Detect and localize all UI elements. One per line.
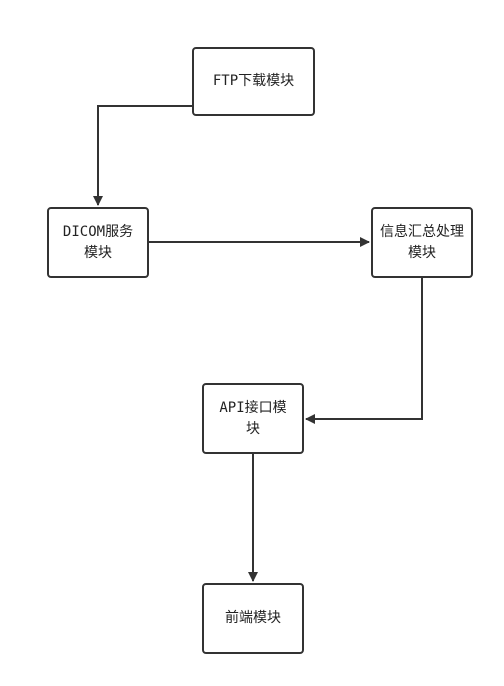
dicom-service-module-label: DICOM服务模块	[62, 223, 134, 261]
edge-info-to-api	[305, 278, 423, 424]
info-aggregation-module-node[interactable]: 信息汇总处理模块	[371, 207, 473, 278]
api-interface-module-node[interactable]: API接口模块	[202, 383, 304, 454]
frontend-module-label: 前端模块	[225, 610, 281, 626]
frontend-module-node[interactable]: 前端模块	[202, 583, 304, 654]
dicom-service-module-node[interactable]: DICOM服务模块	[47, 207, 149, 278]
ftp-download-module-label: FTP下载模块	[212, 73, 295, 89]
ftp-download-module-node[interactable]: FTP下载模块	[192, 47, 315, 116]
edge-ftp-to-dicom	[93, 105, 192, 206]
api-interface-module-label: API接口模块	[219, 399, 287, 437]
info-aggregation-module-label: 信息汇总处理模块	[380, 223, 464, 261]
